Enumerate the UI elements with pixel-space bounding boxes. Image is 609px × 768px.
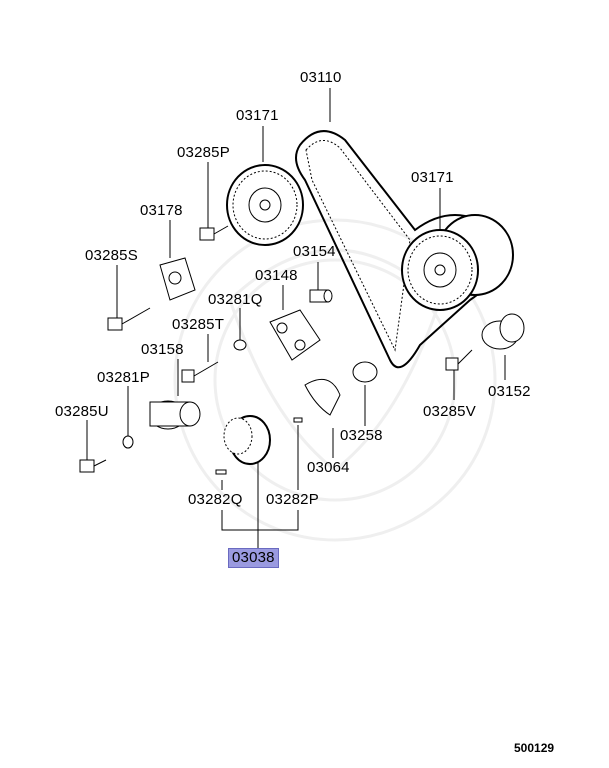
sensor-plate — [304, 378, 341, 416]
label-03038-highlighted[interactable]: 03038 — [228, 548, 279, 568]
label-03154[interactable]: 03154 — [293, 243, 336, 260]
label-03282Q[interactable]: 03282Q — [188, 491, 243, 508]
idler-pulley — [481, 313, 525, 350]
bolts — [79, 225, 473, 473]
camshaft-sprocket-left — [226, 164, 304, 246]
label-03110[interactable]: 03110 — [300, 69, 342, 86]
label-03281P[interactable]: 03281P — [97, 369, 150, 386]
label-03258[interactable]: 03258 — [340, 427, 383, 444]
crankshaft-sprocket — [223, 415, 271, 465]
label-03281Q[interactable]: 03281Q — [208, 291, 263, 308]
label-03285P[interactable]: 03285P — [177, 144, 230, 161]
label-03171-right[interactable]: 03171 — [411, 169, 454, 186]
label-03282P[interactable]: 03282P — [266, 491, 319, 508]
label-03148[interactable]: 03148 — [255, 267, 298, 284]
tensioner-pulley — [149, 400, 201, 430]
label-03285S[interactable]: 03285S — [85, 247, 138, 264]
woodruff-keys — [215, 417, 303, 475]
label-03285U[interactable]: 03285U — [55, 403, 109, 420]
label-03064[interactable]: 03064 — [307, 459, 350, 476]
label-03158[interactable]: 03158 — [141, 341, 184, 358]
tensioner-bracket — [269, 309, 321, 361]
label-03285V[interactable]: 03285V — [423, 403, 476, 420]
camshaft-sprocket-right — [401, 214, 514, 311]
tensioner-rod — [159, 257, 196, 301]
watermark-logo — [173, 218, 497, 542]
diagram-reference-number: 500129 — [514, 741, 555, 755]
leader-lines — [86, 88, 506, 548]
label-03152[interactable]: 03152 — [488, 383, 531, 400]
label-03285T[interactable]: 03285T — [172, 316, 225, 333]
washers — [122, 339, 378, 449]
label-03178[interactable]: 03178 — [140, 202, 183, 219]
label-03171-left[interactable]: 03171 — [236, 107, 279, 124]
idler-shaft — [309, 289, 333, 303]
